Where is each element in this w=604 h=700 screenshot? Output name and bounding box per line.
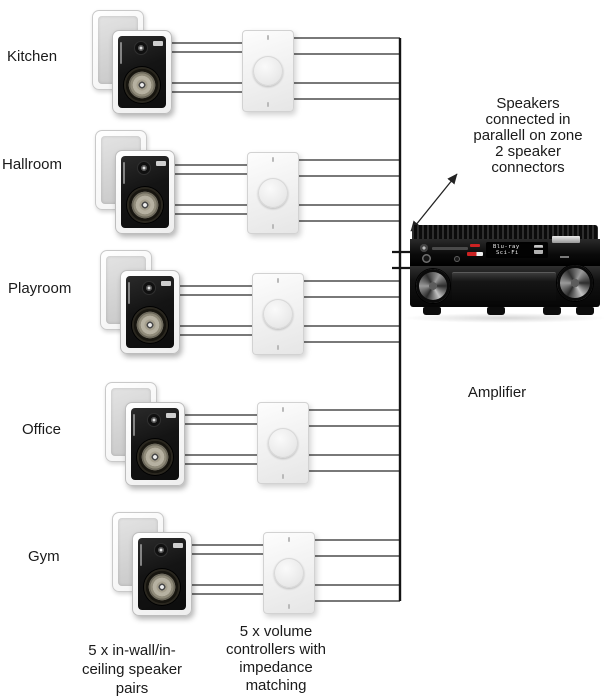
front-speaker <box>125 402 185 486</box>
volume-knob <box>268 428 298 458</box>
wires-gym <box>190 539 400 602</box>
amplifier-image: Blu-ray Sci-Fi <box>410 225 600 320</box>
tweeter <box>134 41 148 55</box>
parallel-connection-note: Speakers connected in parallell on zone … <box>473 95 583 176</box>
amp-volume-knob <box>557 265 593 301</box>
speaker-baffle <box>118 36 166 108</box>
wires-office <box>183 409 400 472</box>
room-label-kitchen: Kitchen <box>7 48 58 65</box>
speaker-badge <box>156 161 166 166</box>
speaker-baffle <box>138 538 186 610</box>
tweeter <box>137 161 151 175</box>
amplifier-label: Amplifier <box>467 384 527 401</box>
front-speaker <box>120 270 180 354</box>
speaker-brand-strip <box>128 282 130 304</box>
screw <box>288 604 290 609</box>
screw <box>277 345 279 350</box>
yamaha-logo-icon <box>420 244 428 252</box>
speakers-caption: 5 x in-wall/in- ceiling speaker pairs <box>81 642 183 697</box>
volume-controller-playroom <box>252 273 304 355</box>
controllers-caption: 5 x volume controllers with impedance ma… <box>225 623 327 694</box>
speaker-badge <box>161 281 171 286</box>
volume-knob <box>258 178 288 208</box>
screw <box>267 102 269 107</box>
speaker-baffle <box>126 276 174 348</box>
speaker-pair-gym <box>112 512 224 616</box>
speaker-pair-playroom <box>100 250 212 354</box>
volume-controller-gym <box>263 532 315 614</box>
woofer <box>132 307 168 343</box>
woofer <box>144 569 180 605</box>
room-label-playroom: Playroom <box>8 280 72 297</box>
amp-aux-button <box>454 256 460 262</box>
tweeter <box>154 543 168 557</box>
volume-knob <box>253 56 283 86</box>
amp-shadow <box>402 313 604 323</box>
room-label-office: Office <box>22 421 61 438</box>
woofer <box>124 67 160 103</box>
cinema-dsp-badge <box>552 236 580 243</box>
screw <box>272 157 274 162</box>
screw <box>282 407 284 412</box>
amp-mini-button <box>560 256 569 258</box>
screw <box>277 278 279 283</box>
speaker-badge <box>166 413 176 418</box>
screw <box>282 474 284 479</box>
amp-power-button <box>422 254 431 263</box>
amp-front-door <box>452 272 556 301</box>
speaker-baffle <box>131 408 179 480</box>
volume-knob <box>274 558 304 588</box>
tweeter <box>147 413 161 427</box>
speaker-brand-strip <box>123 162 125 184</box>
amp-display: Blu-ray Sci-Fi <box>486 242 548 258</box>
front-speaker <box>112 30 172 114</box>
amp-foot <box>543 307 561 315</box>
front-speaker <box>132 532 192 616</box>
screw <box>267 35 269 40</box>
wires-kitchen <box>170 37 400 100</box>
speaker-pair-kitchen <box>92 10 204 114</box>
amp-pure-direct-indicator <box>467 252 483 256</box>
screw <box>272 224 274 229</box>
amp-display-status-icons <box>534 245 543 254</box>
woofer <box>127 187 163 223</box>
speaker-badge <box>153 41 163 46</box>
room-label-hallroom: Hallroom <box>2 156 63 173</box>
amp-foot <box>576 307 594 315</box>
amp-red-indicator <box>470 244 480 247</box>
amp-foot <box>487 307 505 315</box>
annotation-arrow <box>410 173 458 232</box>
amp-foot <box>423 307 441 315</box>
amp-model-text-strip <box>432 247 468 250</box>
woofer <box>137 439 173 475</box>
tweeter <box>142 281 156 295</box>
front-speaker <box>115 150 175 234</box>
room-label-gym: Gym <box>28 548 60 565</box>
speaker-pair-hallroom <box>95 130 207 234</box>
amp-vent-grille <box>412 225 598 239</box>
speaker-badge <box>173 543 183 548</box>
amp-display-line1: Blu-ray <box>493 244 520 250</box>
wires-playroom <box>178 280 400 343</box>
speaker-brand-strip <box>140 544 142 566</box>
volume-knob <box>263 299 293 329</box>
speaker-pair-office <box>105 382 217 486</box>
wires-hallroom <box>173 159 400 222</box>
screw <box>288 537 290 542</box>
speaker-baffle <box>121 156 169 228</box>
speaker-brand-strip <box>133 414 135 436</box>
volume-controller-office <box>257 402 309 484</box>
speaker-brand-strip <box>120 42 122 64</box>
volume-controller-kitchen <box>242 30 294 112</box>
amp-display-line2: Sci-Fi <box>496 250 519 256</box>
amp-selector-knob <box>416 269 450 303</box>
volume-controller-hallroom <box>247 152 299 234</box>
